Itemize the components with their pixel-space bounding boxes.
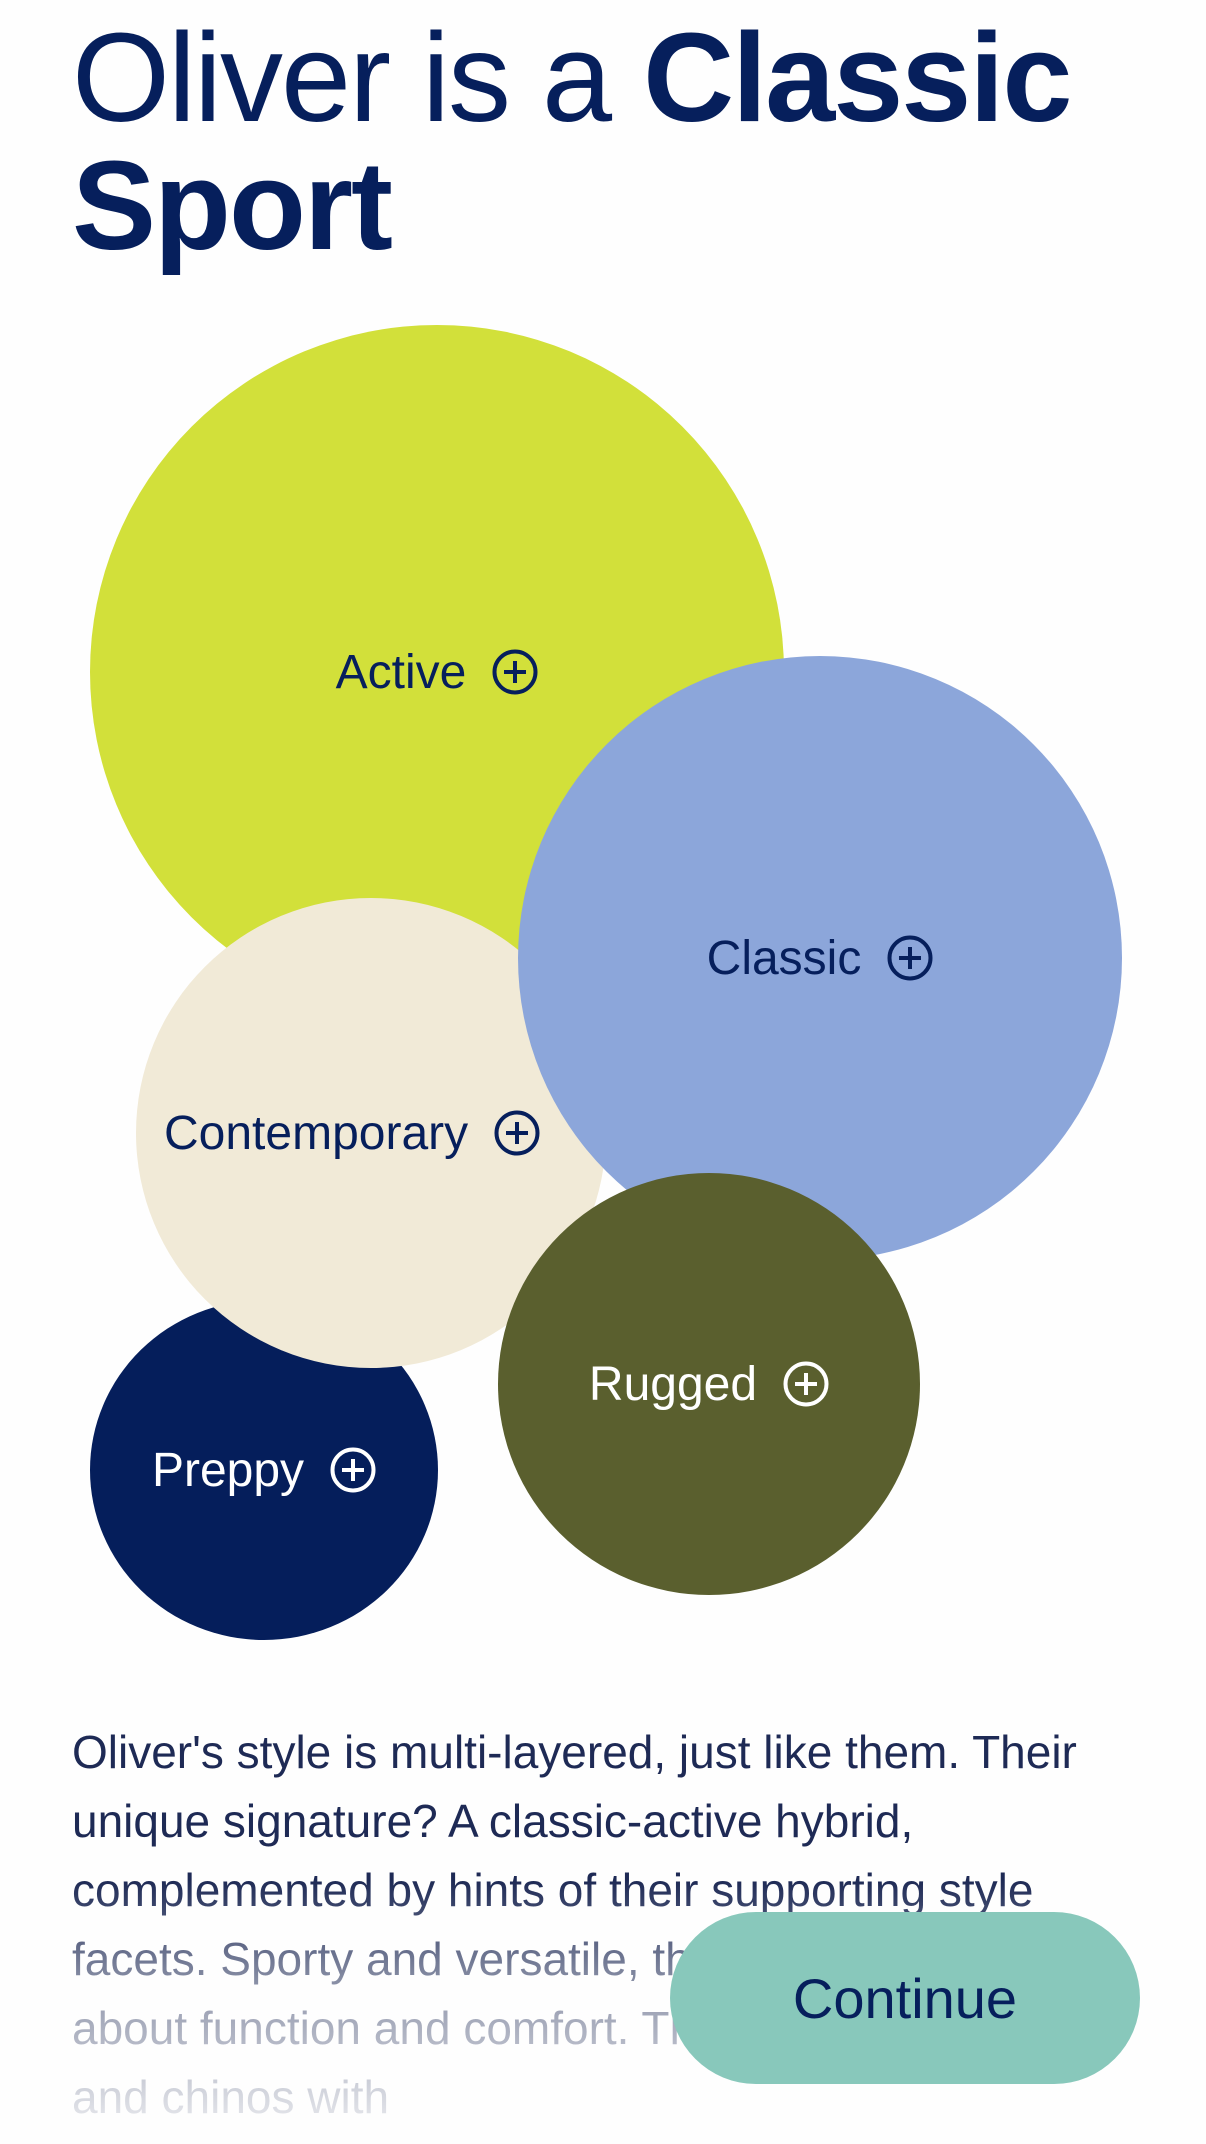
style-bubble-classic[interactable]: Classic (518, 656, 1122, 1260)
style-label-active: Active (335, 645, 467, 699)
style-label-preppy: Preppy (151, 1443, 305, 1497)
plus-circle-icon (887, 935, 933, 981)
plus-circle-icon (330, 1447, 376, 1493)
plus-circle-icon (494, 1110, 540, 1156)
plus-circle-icon (492, 649, 538, 695)
style-label-rugged: Rugged (588, 1357, 758, 1411)
headline-prefix: Oliver is a (72, 7, 644, 148)
style-bubble-rugged[interactable]: Rugged (498, 1173, 920, 1595)
style-label-contemporary: Contemporary (164, 1106, 469, 1160)
style-label-classic: Classic (706, 931, 862, 985)
style-bubbles: Active Contemporary Classic Preppy Rugge… (90, 325, 1122, 1640)
continue-button[interactable]: Continue (670, 1912, 1140, 2084)
headline-style-name: Classic Sport (72, 7, 1072, 276)
page-title: Oliver is a Classic Sport (72, 14, 1152, 270)
plus-circle-icon (783, 1361, 829, 1407)
